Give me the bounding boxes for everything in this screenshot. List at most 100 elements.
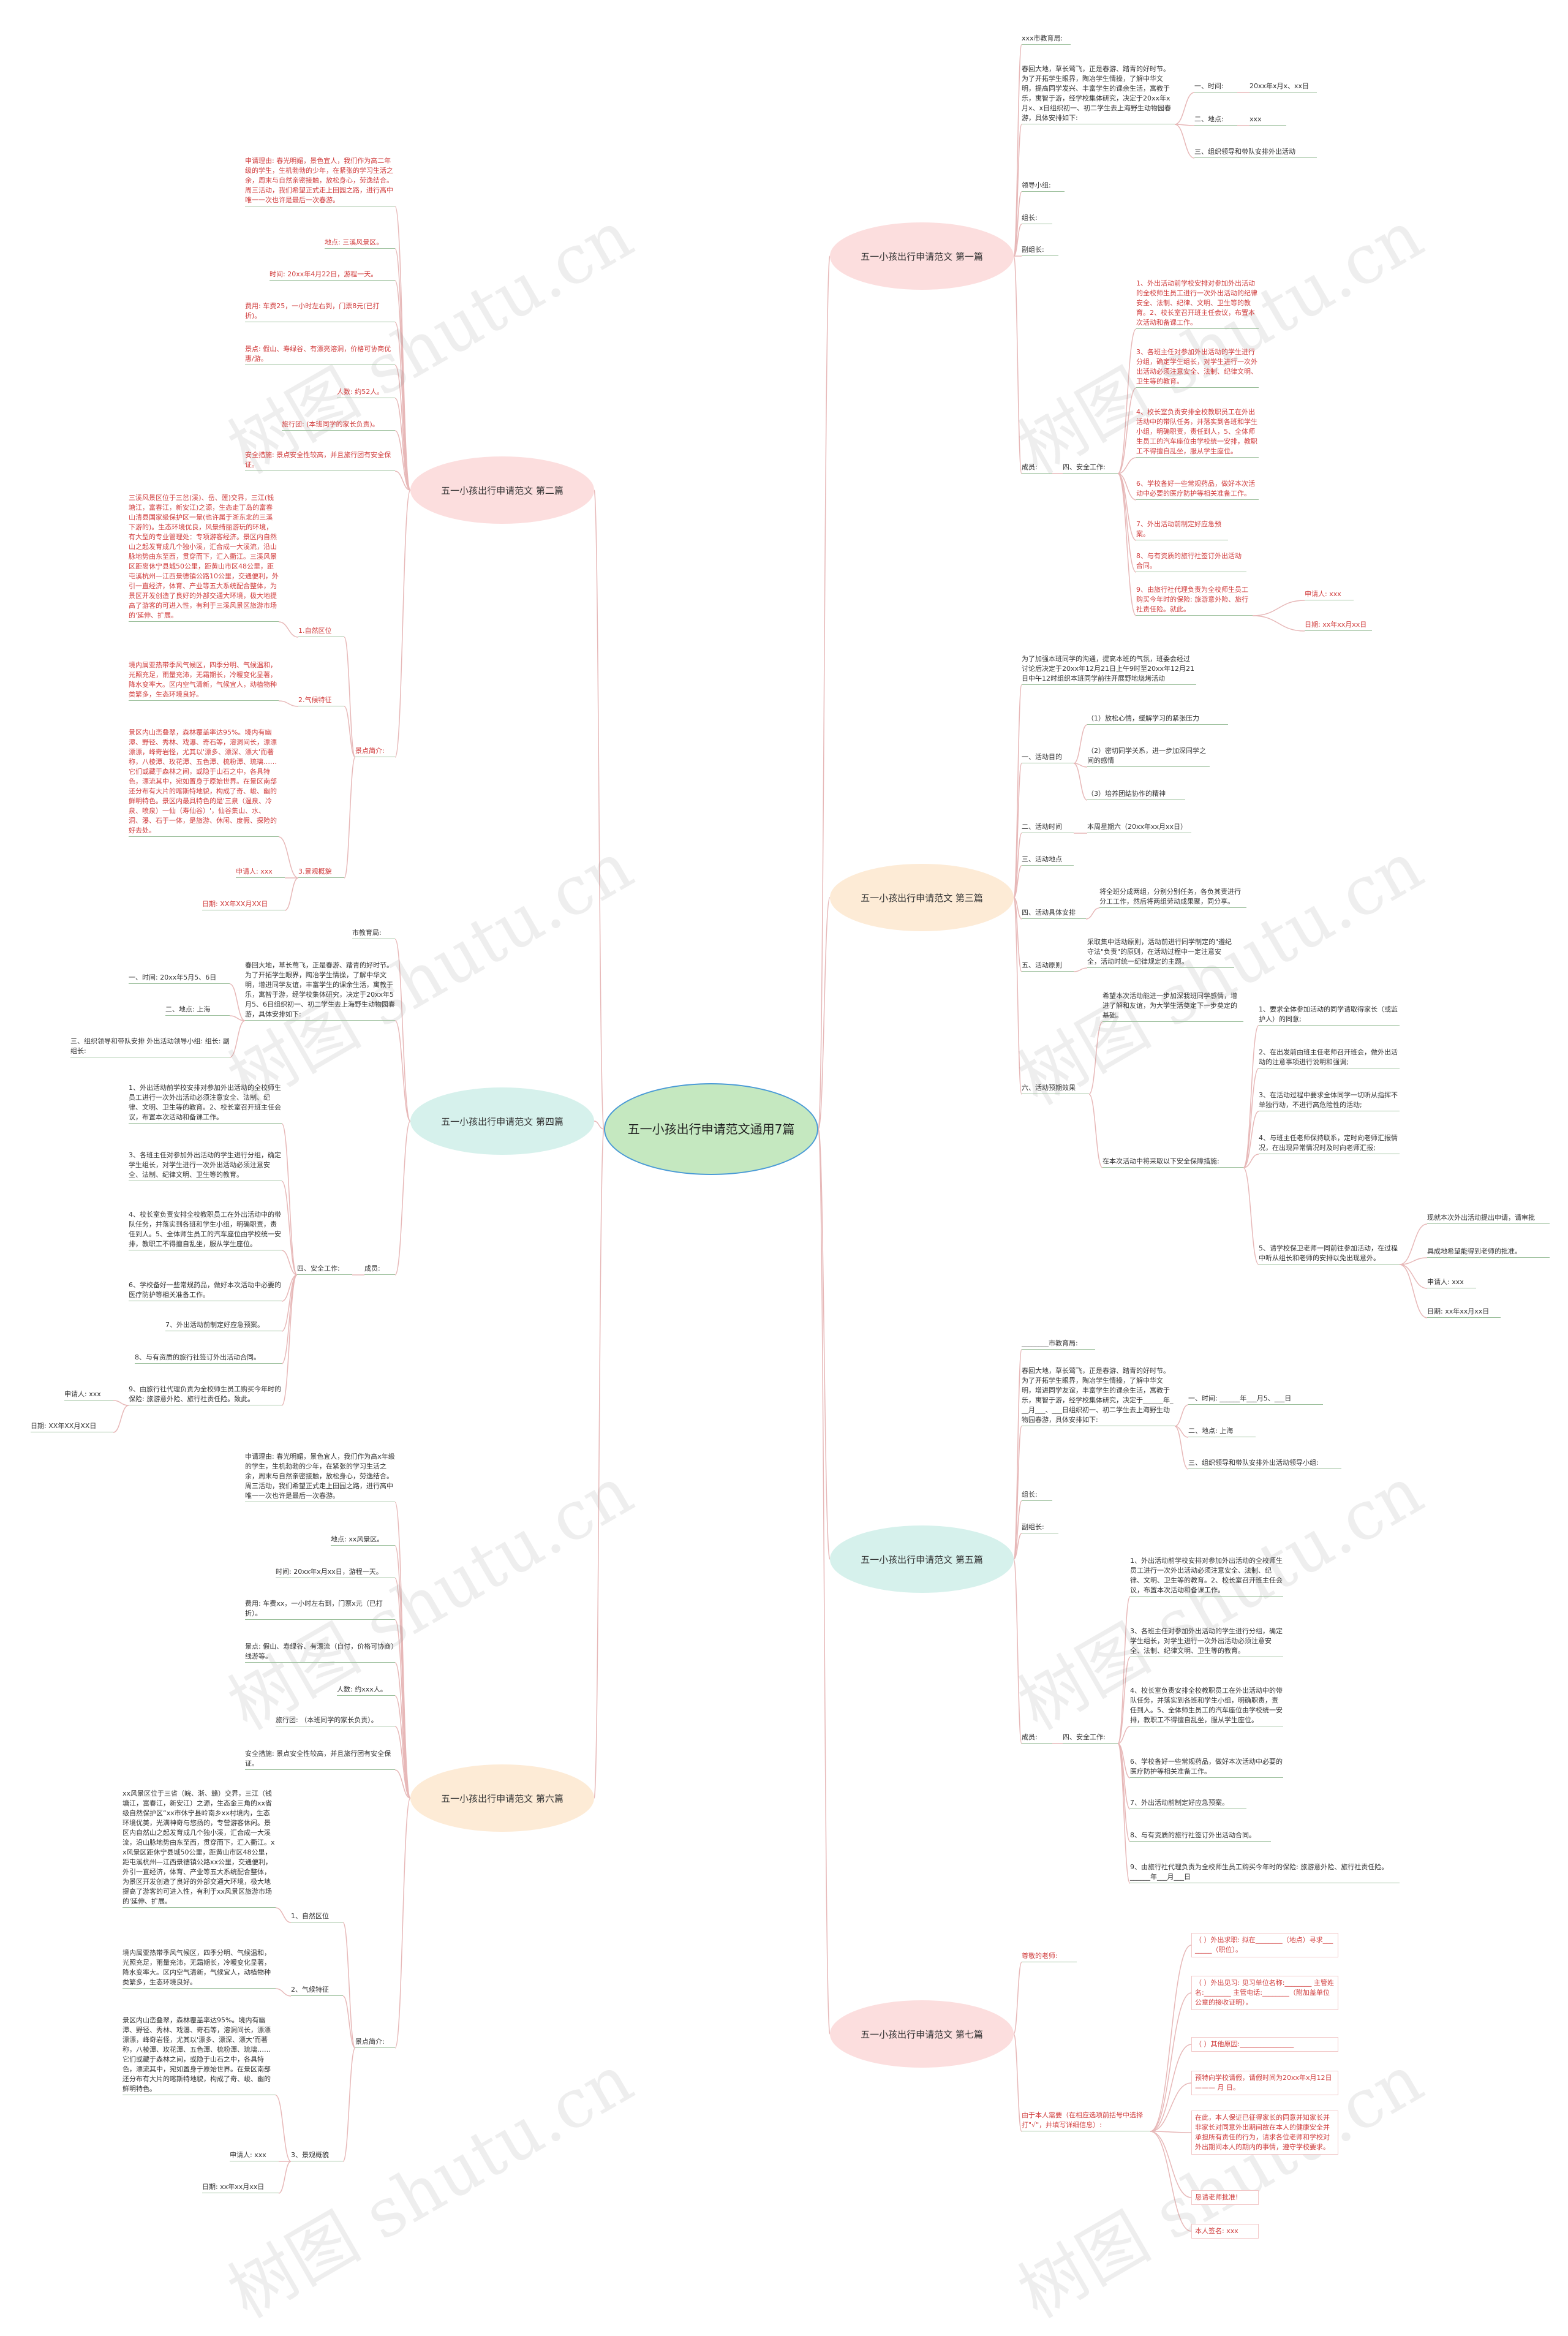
branch-article-3[interactable]: 五一小孩出行申请范文 第三篇: [830, 864, 1014, 931]
p5-time: 一、时间: ______年___月5、___日: [1188, 1394, 1323, 1405]
p7-option-other: （ ）其他原因:________________: [1191, 2037, 1338, 2052]
p5-intro: 春回大地，草长莺飞，正是春游、踏青的好时节。为了开拓学生眼界，陶冶学生情操，了解…: [1022, 1366, 1175, 1426]
p2-scenic-intro: 景点简介:: [355, 746, 395, 757]
connector-line: [1174, 1404, 1189, 1427]
connector-line: [1088, 1021, 1103, 1095]
p4-safety: 四、安全工作:: [297, 1264, 352, 1275]
connector-line: [281, 1181, 298, 1276]
p5-members: 成员:: [1022, 1733, 1052, 1744]
branch-article-6[interactable]: 五一小孩出行申请范文 第六篇: [410, 1764, 594, 1832]
p3-arrangement: 四、活动具体安排: [1022, 908, 1086, 919]
connector-line: [394, 430, 411, 491]
p3-safety-2: 2、在出发前由班主任老师召开班会，做外出活动的注意事项进行说明和强调;: [1259, 1048, 1400, 1068]
branch-article-1[interactable]: 五一小孩出行申请范文 第一篇: [830, 222, 1014, 290]
connector-line: [1013, 1533, 1022, 1560]
connector-line: [1117, 1743, 1131, 1884]
connector-line: [278, 2161, 292, 2194]
central-topic[interactable]: 五一小孩出行申请范文通用7篇: [604, 1083, 818, 1175]
p1-intro: 春回大地，草长莺飞，正是春游、踏青的好时节。为了开拓学生眼界，陶冶学生情操，了解…: [1022, 64, 1175, 124]
p4-safety-4: 6、学校备好一些常规药品，做好本次活动中必要的医疗防护等相关准备工作。: [129, 1280, 282, 1301]
p3-applicant: 申请人: xxx: [1427, 1277, 1476, 1288]
connector-line: [1399, 1264, 1428, 1289]
connector-line: [1013, 897, 1022, 972]
connector-line: [1117, 473, 1137, 501]
p2-scenic-spot: 景点: 假山、寿绿谷、有漂亮溶洞，价格可协商优惠/游。: [245, 344, 395, 365]
p4-applicant: 申请人: xxx: [64, 1389, 113, 1400]
p1-leaders: 领导小组:: [1022, 181, 1065, 192]
connector-line: [594, 490, 605, 1130]
p6-place: 地点: xx风景区。: [331, 1535, 395, 1546]
p2-location-label: 1.自然区位: [298, 626, 344, 637]
p7-leave-time: 预特向学校请假，请假时间为20xx年x月12日——— 月 日。: [1191, 2071, 1338, 2095]
p1-time-label: 一、时间:: [1194, 81, 1237, 93]
p5-place: 二、地点: 上海: [1188, 1426, 1256, 1437]
connector-line: [1150, 2044, 1192, 2132]
connector-line: [278, 621, 299, 638]
connector-line: [278, 836, 299, 879]
connector-line: [1013, 763, 1022, 898]
mindmap-canvas: 树图 shutu.cn 树图 shutu.cn 树图 shutu.cn 树图 s…: [31, 34, 1550, 2333]
p5-safety-7: 9、由旅行社代理负责为全校师生员工购买今年时的保险: 旅游意外险、旅行社责任险。…: [1130, 1862, 1400, 1883]
p3-safety-1: 1、要求全体参加活动的同学请取得家长（或监护人）的同意;: [1259, 1005, 1400, 1026]
connector-line: [1399, 1264, 1428, 1318]
connector-line: [275, 2095, 292, 2162]
p6-location: xx风景区位于三省（皖、浙、赣）交界，三江（钱塘江，富春江，新安江）之源，生态金…: [123, 1789, 276, 1908]
p5-safety-3: 4、校长室负责安排全校教职员工在外出活动中的带队任务，并落实到各班和学生小组，明…: [1130, 1686, 1283, 1726]
connector-line: [394, 1502, 411, 1799]
connector-line: [1013, 1426, 1022, 1560]
connector-line: [344, 637, 356, 758]
p2-date: 日期: XX年XX月XX日: [202, 899, 285, 910]
connector-line: [394, 1020, 411, 1122]
p1-safety-7: 9、由旅行社代理负责为全校师生员工购买今年时的保险: 旅游意外险、旅行社责任险。…: [1136, 585, 1253, 616]
p7-reason: 由于本人需要（在相应选项前括号中选择打"√"，并填写详细信息）:: [1022, 2111, 1150, 2131]
p1-organization: 三、组织领导和带队安排外出活动: [1194, 147, 1317, 158]
p3-safety-5: 5、请学校保卫老师一同前往参加活动，在过程中听从组长和老师的安排以免出现意外。: [1259, 1244, 1400, 1264]
p2-landscape: 景区内山峦叠翠，森林覆盖率达95%。境内有幽潭、野径、秀林、戏瀑、奇石等，溶洞间…: [129, 728, 279, 837]
p1-members: 成员:: [1022, 463, 1052, 474]
p5-safety-6: 8、与有资质的旅行社签订外出活动合同。: [1130, 1831, 1271, 1842]
connector-line: [1252, 600, 1305, 616]
connector-line: [818, 255, 831, 1130]
p4-addressee: 市教育局:: [352, 928, 395, 939]
connector-line: [1174, 124, 1195, 126]
p6-scenic-intro: 景点简介:: [355, 2037, 395, 2048]
p2-climate-label: 2.气候特征: [298, 695, 344, 706]
p4-safety-5: 7、外出活动前制定好应急预案。: [165, 1320, 282, 1331]
connector-line: [394, 1121, 411, 1276]
connector-line: [229, 1015, 246, 1021]
p3-hope: 具成地希望能得到老师的批准。: [1427, 1247, 1550, 1258]
branch-article-5[interactable]: 五一小孩出行申请范文 第五篇: [830, 1525, 1014, 1593]
p1-time-value: 20xx年x月x、xx日: [1250, 81, 1317, 93]
p1-safety-3: 4、校长室负责安排全校教职员工在外出活动中的带队任务，并落实到各班和学生小组，明…: [1136, 407, 1259, 458]
p3-safety-3: 3、在活动过程中要求全体同学一切听从指挥不单独行动，不进行高危险性的活动;: [1259, 1091, 1400, 1111]
p1-safety: 四、安全工作:: [1063, 463, 1118, 474]
connector-line: [1013, 897, 1022, 1095]
p6-scenic-spot: 景点: 假山、寿绿谷、有漂流（自付，价格可协商）线游等。: [245, 1642, 395, 1663]
branch-article-2[interactable]: 五一小孩出行申请范文 第二篇: [410, 456, 594, 524]
p4-safety-1: 1、外出活动前学校安排对参加外出活动的全校师生员工进行一次外出活动必须注意安全、…: [129, 1083, 282, 1124]
p5-safety-5: 7、外出活动前制定好应急预案。: [1130, 1798, 1246, 1809]
connector-line: [1085, 907, 1100, 920]
connector-line: [1174, 124, 1195, 159]
p1-place-value: xxx: [1250, 115, 1286, 126]
branch-article-4[interactable]: 五一小孩出行申请范文 第四篇: [410, 1087, 594, 1155]
connector-line: [394, 1797, 411, 2049]
p7-option-internship: （ ）外出见习: 见习单位名称:________ 主管姓名:________ 主…: [1191, 1976, 1338, 2010]
connector-line: [229, 983, 246, 1021]
branch-article-7[interactable]: 五一小孩出行申请范文 第七篇: [830, 2000, 1014, 2068]
p3-date: 日期: xx年xx月xx日: [1427, 1307, 1501, 1318]
connector-line: [1117, 328, 1137, 474]
connector-line: [229, 1020, 246, 1058]
p5-safety-2: 3、各班主任对参加外出活动的学生进行分组，确定学生组长，对学生进行一次外出活动必…: [1130, 1627, 1283, 1657]
p4-organization: 三、组织领导和带队安排 外出活动领导小组: 组长: 副组长:: [70, 1037, 230, 1057]
p1-vice-leader: 副组长:: [1022, 245, 1058, 256]
connector-line: [594, 1121, 605, 1130]
connector-line: [1243, 1167, 1259, 1265]
connector-line: [1088, 1094, 1103, 1168]
p1-safety-1: 1、外出活动前学校安排对参加外出活动的全校师生员工进行一次外出活动的纪律安全、法…: [1136, 279, 1259, 329]
p3-place: 三、活动地点: [1022, 855, 1074, 866]
connector-line: [394, 471, 411, 491]
p3-purpose: 一、活动目的: [1022, 752, 1074, 763]
connector-line: [342, 2047, 356, 2162]
connector-line: [1117, 473, 1137, 573]
